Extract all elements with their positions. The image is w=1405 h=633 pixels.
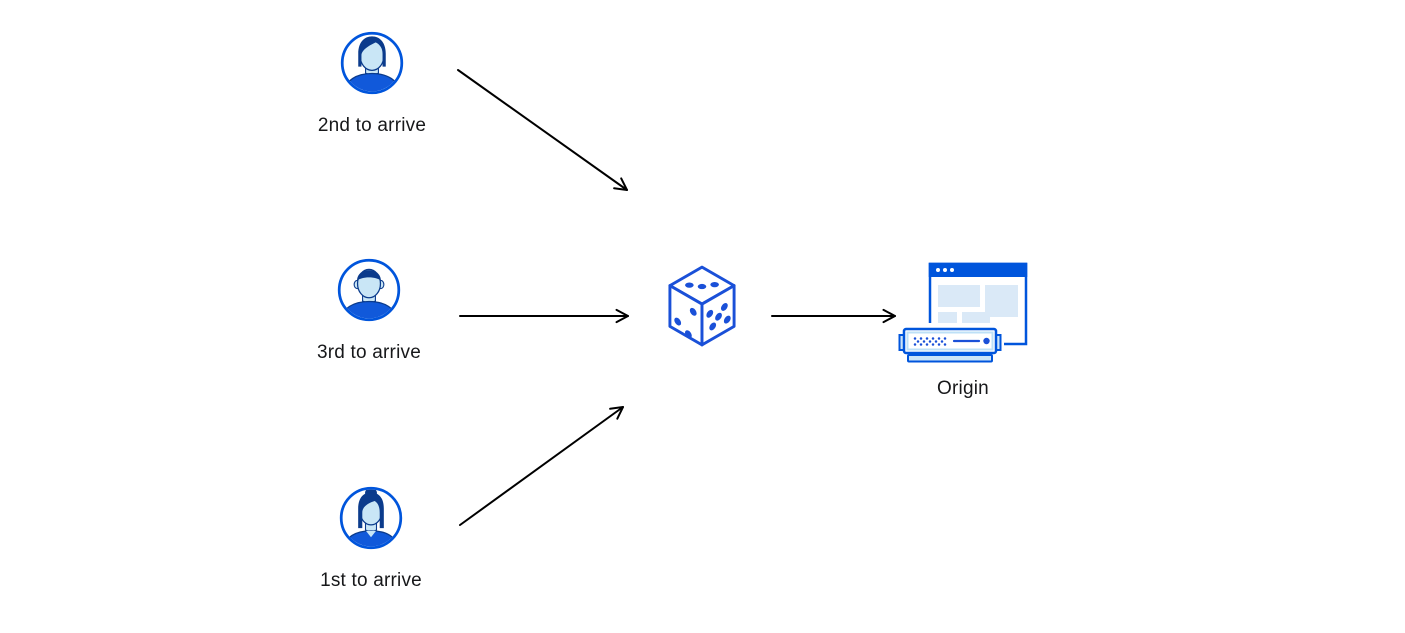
origin-label: Origin bbox=[937, 378, 989, 399]
dice-icon bbox=[668, 265, 736, 347]
node-randomizer bbox=[667, 264, 737, 348]
client-top-label: 2nd to arrive bbox=[317, 115, 427, 136]
server-icon bbox=[897, 323, 1004, 364]
node-client-top: 2nd to arrive bbox=[302, 30, 442, 137]
arrow-client-top-to-randomizer bbox=[457, 69, 628, 191]
client-middle-label: 3rd to arrive bbox=[317, 342, 421, 363]
arrow-randomizer-to-origin bbox=[771, 308, 896, 324]
arrow-client-middle-to-randomizer bbox=[459, 308, 629, 324]
user-male-avatar-icon bbox=[340, 31, 404, 95]
user-male-flattop-avatar-icon bbox=[337, 258, 401, 322]
node-client-middle: 3rd to arrive bbox=[299, 257, 439, 364]
server-led-dots bbox=[913, 337, 947, 346]
origin-server-browser-icon bbox=[897, 262, 1028, 364]
client-bottom-label: 1st to arrive bbox=[320, 570, 422, 591]
arrow-client-bottom-to-randomizer bbox=[459, 406, 624, 526]
node-client-bottom: 1st to arrive bbox=[301, 485, 441, 592]
user-female-avatar-icon bbox=[339, 486, 403, 550]
node-origin: Origin bbox=[897, 260, 1029, 400]
